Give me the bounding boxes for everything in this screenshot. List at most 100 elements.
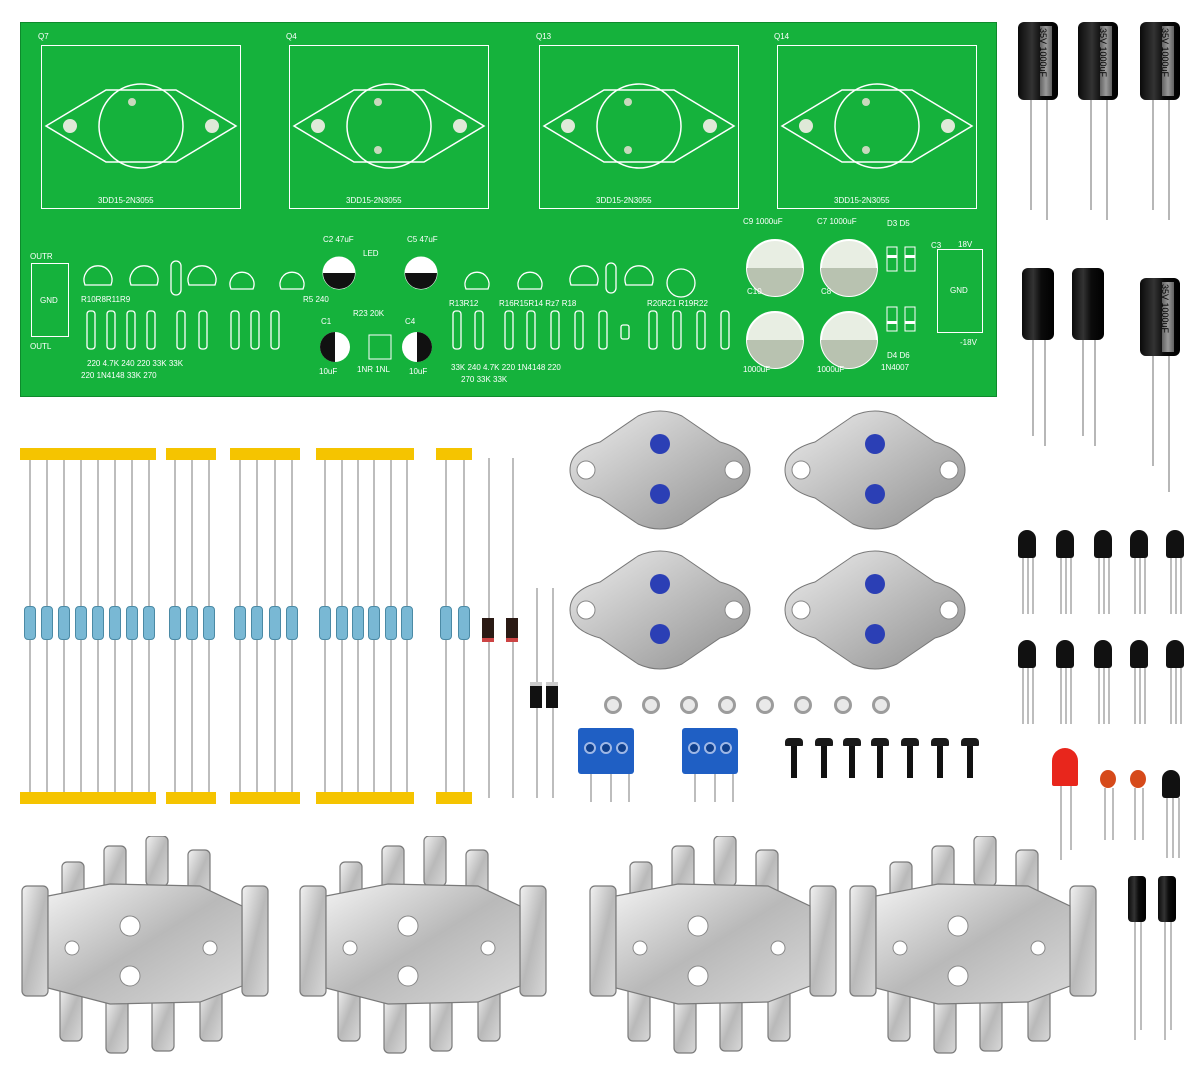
values-left-row1: 220 4.7K 240 220 33K 33K [87,359,184,368]
transistor-site-q14: Q14 3DD15-2N3055 [774,32,977,209]
small-transistor-footprints-icon [83,260,696,298]
site-ref: Q7 [38,32,49,41]
power-connector: 18V GND -18V [937,240,983,347]
transistor-lead [1144,668,1146,724]
out-top-label: OUTR [30,252,53,261]
resistor [126,606,138,640]
site-ref: Q14 [774,32,790,41]
terminal-block [682,728,738,774]
resistor-tape [166,448,216,460]
to3-footprint-icon [780,83,974,169]
resistor-tape [316,448,414,460]
resistor [75,606,87,640]
cap-lead [1170,922,1172,1030]
diode [506,618,518,642]
cap-lead [1032,340,1034,436]
heatsink [298,835,548,1061]
values-right-row1: 33K 240 4.7K 220 1N4148 220 [451,363,561,372]
transistor-lead [1108,558,1110,614]
transistor-lead [1070,558,1072,614]
transistor-lead [1027,558,1029,614]
to3-footprint-icon [292,83,486,169]
electrolytic-capacitor: 35V 1000uF [1140,22,1180,100]
out-bottom-label: OUTL [30,342,52,351]
transistor-lead [1180,668,1182,724]
cap-lead [1046,100,1048,220]
cap-lead [1106,100,1108,220]
transistor-lead [1134,668,1136,724]
led-label: LED [363,249,379,258]
c1-value: 10uF [319,367,338,376]
resistor-tape [316,792,414,804]
resistor [352,606,364,640]
resistor-tape [436,792,472,804]
nut [872,696,890,714]
transistor-lead [1139,668,1141,724]
transistor [1094,530,1112,558]
gnd-label-right: GND [950,286,968,295]
transistor-lead [1134,558,1136,614]
transistor-lead [1065,558,1067,614]
transistor-lead [1175,668,1177,724]
cap-label: 35V 1000uF [1038,28,1048,78]
electrolytic-capacitor: 35V 1000uF [1078,22,1118,100]
cap-lead [1164,922,1166,1040]
resistor [269,606,281,640]
transistor [1018,640,1036,668]
c10-value: 1000uF [743,365,771,374]
transistor [1056,640,1074,668]
transistor [1166,640,1184,668]
transistor-lead [1166,798,1168,858]
pcb-board: Q7 3DD15-2N3055 Q4 3DD15-2N3055 Q13 [20,22,997,397]
screw [961,738,979,778]
nut [834,696,852,714]
ceramic-capacitor [1100,770,1116,788]
d3d5-label: D3 D5 [887,219,910,228]
resistor-footprints-icon [86,310,730,350]
r5-label: R5 240 [303,295,329,304]
c10-label: C10 [747,287,762,296]
nut [756,696,774,714]
cap-lead [1140,922,1142,1030]
input-label: 1NR 1NL [357,365,390,374]
resistor [143,606,155,640]
resistor-tape [20,792,156,804]
v-plus-label: 18V [958,240,973,249]
transistor-lead [1108,668,1110,724]
v-minus-label: -18V [960,338,977,347]
nut [642,696,660,714]
transistor [1130,640,1148,668]
c8-label: C8 [821,287,832,296]
transistor-site-q7: Q7 3DD15-2N3055 [38,32,241,209]
electrolytic-capacitor: 35V 1000uF [1018,22,1058,100]
electrolytic-capacitor-tiny [1158,876,1176,922]
transistor-lead [1070,668,1072,724]
cap-lead [1152,356,1154,466]
cap-lead [1094,340,1096,446]
transistor [1130,530,1148,558]
terminal-pin [732,774,734,802]
cap-label: 35V 1000uF [1098,28,1108,78]
ceramic-cap-lead [1142,788,1144,840]
resistor-tape [436,448,472,460]
terminal-block [578,728,634,774]
screw [871,738,889,778]
transistor-lead [1098,558,1100,614]
large-cap-footprints-icon [746,239,878,369]
terminal-pin [628,774,630,802]
c2-label: C2 47uF [323,235,354,244]
resistor [169,606,181,640]
resistor [458,606,470,640]
resistor [368,606,380,640]
transistor-lead [1022,558,1024,614]
heatsink [848,835,1098,1061]
transistor-lead [1022,668,1024,724]
transistor-lead [1103,558,1105,614]
resistor [336,606,348,640]
transistor [1162,770,1180,798]
resistor [41,606,53,640]
transistor-lead [1170,558,1172,614]
led [1052,748,1078,786]
transistor-lead [1060,668,1062,724]
site-part: 3DD15-2N3055 [346,196,402,205]
